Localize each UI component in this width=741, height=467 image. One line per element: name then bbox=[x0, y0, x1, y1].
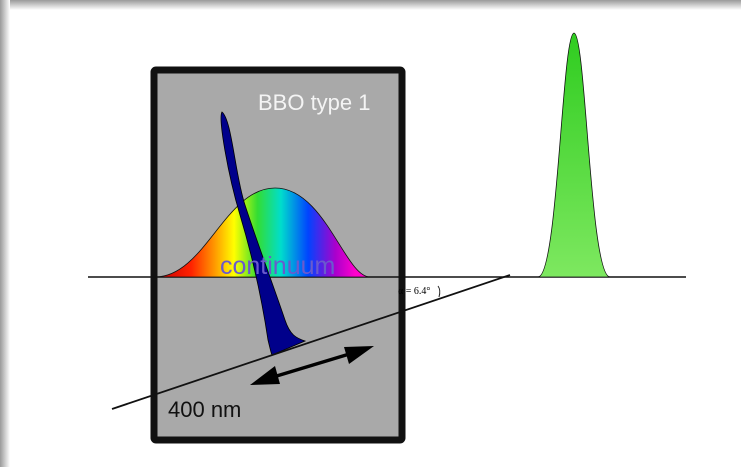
continuum-label: continuum bbox=[220, 252, 335, 280]
frame-shadow-top bbox=[0, 0, 741, 10]
angle-label: α = 6.4° bbox=[398, 286, 430, 297]
continuum-spectrum bbox=[154, 187, 371, 278]
frame-shadow-left bbox=[0, 0, 10, 467]
pump-beam-line bbox=[111, 274, 511, 410]
crystal-label: BBO type 1 bbox=[258, 90, 371, 115]
pump-wavelength-label: 400 nm bbox=[168, 397, 241, 422]
walkoff-arrow-shaft bbox=[269, 350, 357, 380]
walkoff-arrow-head-left bbox=[250, 366, 280, 385]
output-pulse bbox=[537, 32, 611, 278]
angle-arc bbox=[437, 285, 441, 298]
walkoff-arrow-head-right bbox=[344, 346, 374, 364]
